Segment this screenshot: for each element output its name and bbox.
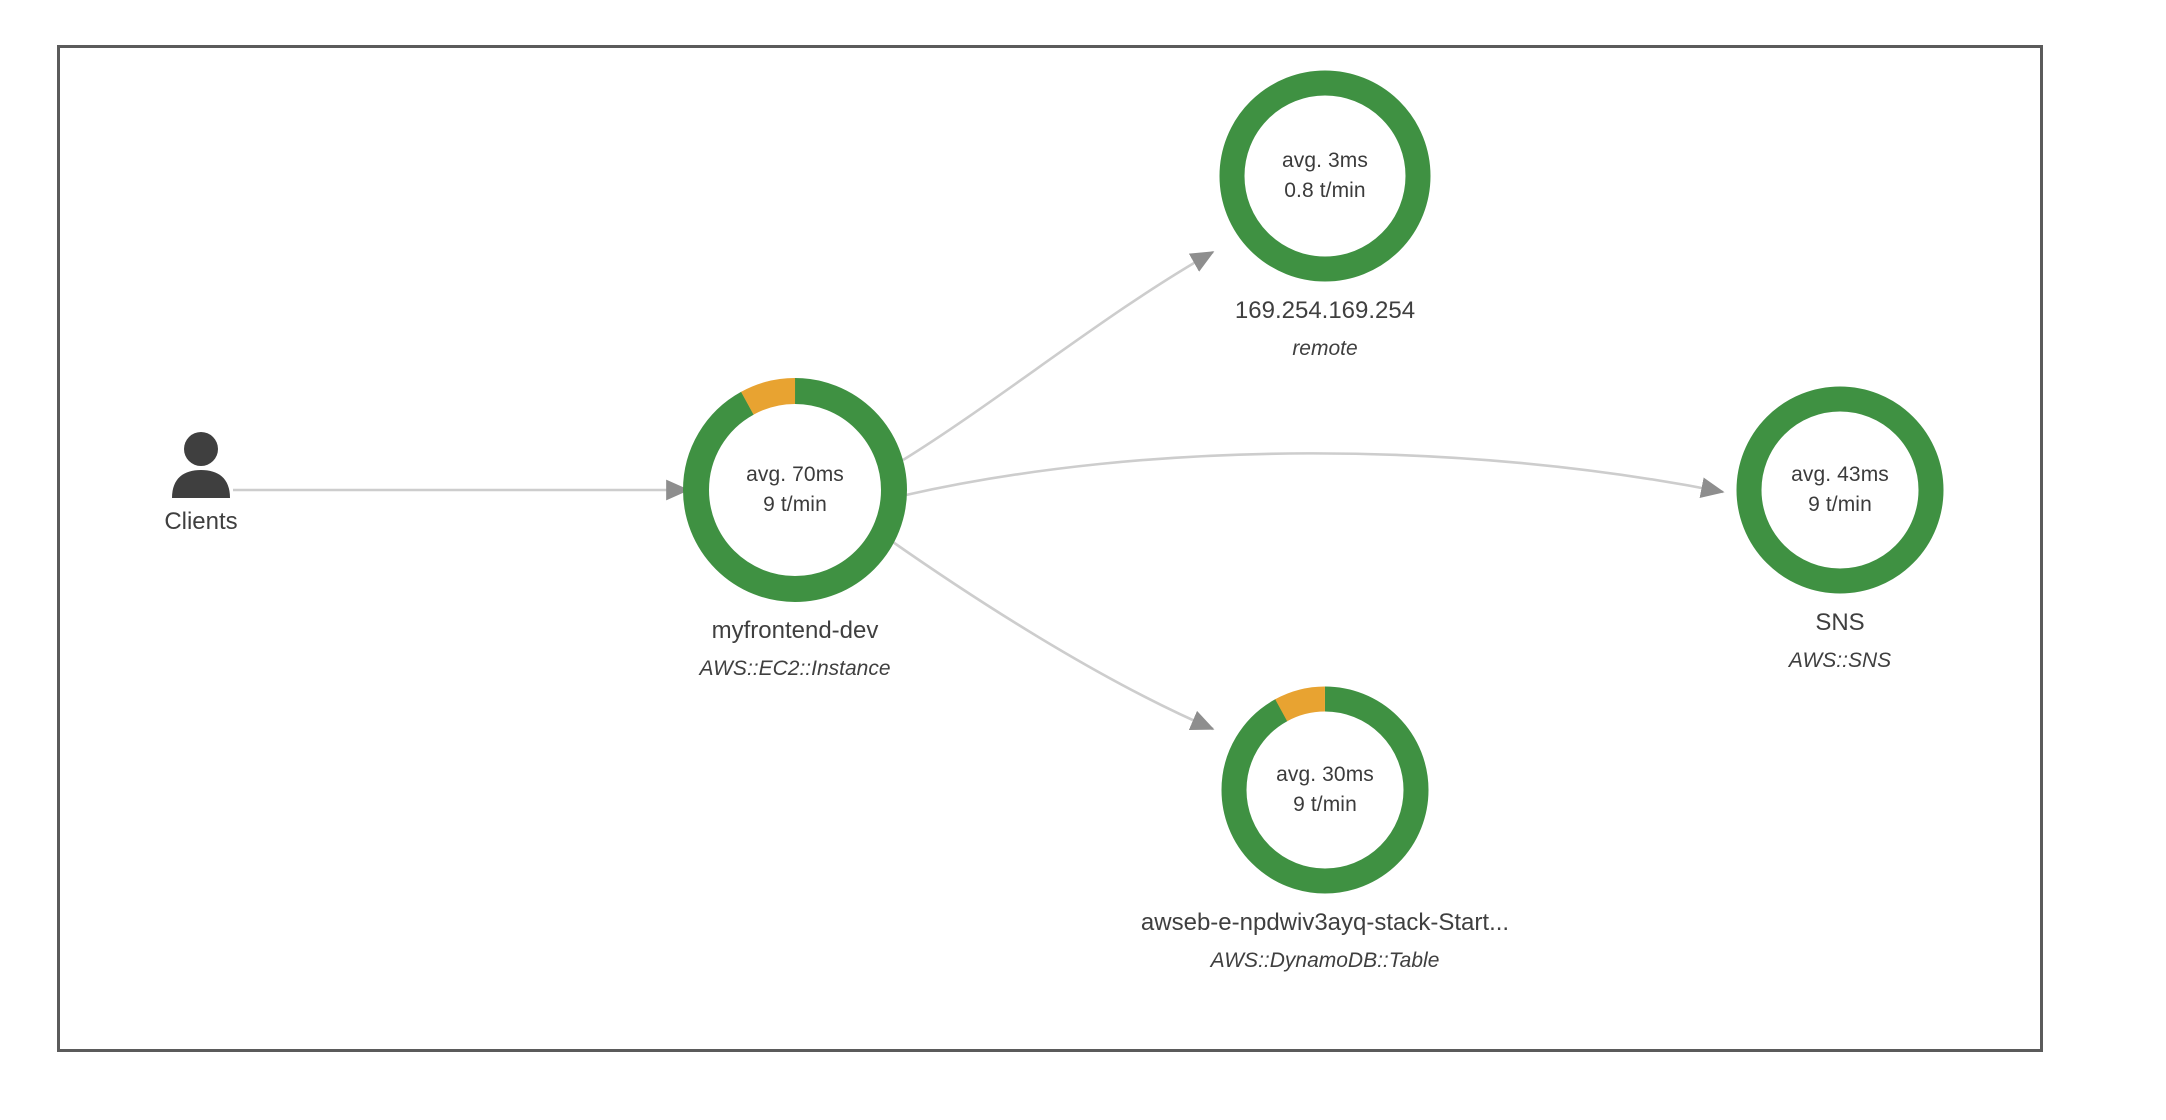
node-stats-myfrontend-dev: avg. 70ms 9 t/min bbox=[683, 378, 907, 602]
health-arc-ok bbox=[1219, 70, 1431, 282]
node-type: AWS::SNS bbox=[1788, 649, 1892, 672]
node-title: awseb-e-npdwiv3ayq-stack-Start... bbox=[1140, 909, 1510, 936]
node-title: myfrontend-dev bbox=[711, 617, 879, 644]
health-arc-ok bbox=[1221, 686, 1429, 894]
node-latency: avg. 3ms bbox=[1282, 149, 1368, 173]
node-sns[interactable]: avg. 43ms 9 t/min SNS AWS::SNS bbox=[1736, 386, 1944, 672]
node-remote-ip[interactable]: avg. 3ms 0.8 t/min 169.254.169.254 remot… bbox=[1219, 70, 1431, 360]
node-stats-sns: avg. 43ms 9 t/min bbox=[1736, 386, 1944, 594]
node-caption-remote-ip: 169.254.169.254 remote bbox=[1235, 296, 1415, 362]
node-stats-dynamodb-table: avg. 30ms 9 t/min bbox=[1221, 686, 1429, 894]
node-stats-remote-ip: avg. 3ms 0.8 t/min bbox=[1219, 70, 1431, 282]
node-myfrontend-dev[interactable]: avg. 70ms 9 t/min myfrontend-dev AWS::EC… bbox=[683, 378, 907, 680]
node-title: SNS bbox=[1815, 609, 1865, 636]
node-latency: avg. 43ms bbox=[1791, 463, 1889, 487]
node-caption-dynamodb-table: awseb-e-npdwiv3ayq-stack-Start... AWS::D… bbox=[1141, 908, 1509, 974]
clients-node[interactable]: Clients bbox=[131, 432, 271, 536]
node-latency: avg. 30ms bbox=[1276, 763, 1374, 787]
clients-label: Clients bbox=[164, 508, 238, 535]
node-type: AWS::EC2::Instance bbox=[699, 657, 891, 680]
node-throughput: 9 t/min bbox=[1293, 793, 1357, 816]
node-throughput: 9 t/min bbox=[1808, 493, 1872, 516]
node-throughput: 0.8 t/min bbox=[1284, 179, 1366, 202]
node-caption-sns: SNS AWS::SNS bbox=[1789, 608, 1891, 674]
node-ring-dynamodb-table[interactable] bbox=[1221, 686, 1429, 894]
health-arc-ok bbox=[1736, 386, 1944, 594]
node-caption-myfrontend-dev: myfrontend-dev AWS::EC2::Instance bbox=[699, 616, 890, 682]
node-title: 169.254.169.254 bbox=[1234, 297, 1416, 324]
node-throughput: 9 t/min bbox=[763, 493, 827, 516]
node-dynamodb-table[interactable]: avg. 30ms 9 t/min awseb-e-npdwiv3ayq-sta… bbox=[1141, 686, 1509, 972]
health-arc-warning bbox=[683, 378, 907, 602]
person-icon bbox=[172, 432, 230, 498]
node-type: remote bbox=[1292, 337, 1358, 360]
node-ring-sns[interactable] bbox=[1736, 386, 1944, 594]
node-ring-myfrontend-dev[interactable] bbox=[683, 378, 907, 602]
node-latency: avg. 70ms bbox=[746, 463, 844, 487]
node-ring-remote-ip[interactable] bbox=[1219, 70, 1431, 282]
node-type: AWS::DynamoDB::Table bbox=[1210, 949, 1440, 972]
